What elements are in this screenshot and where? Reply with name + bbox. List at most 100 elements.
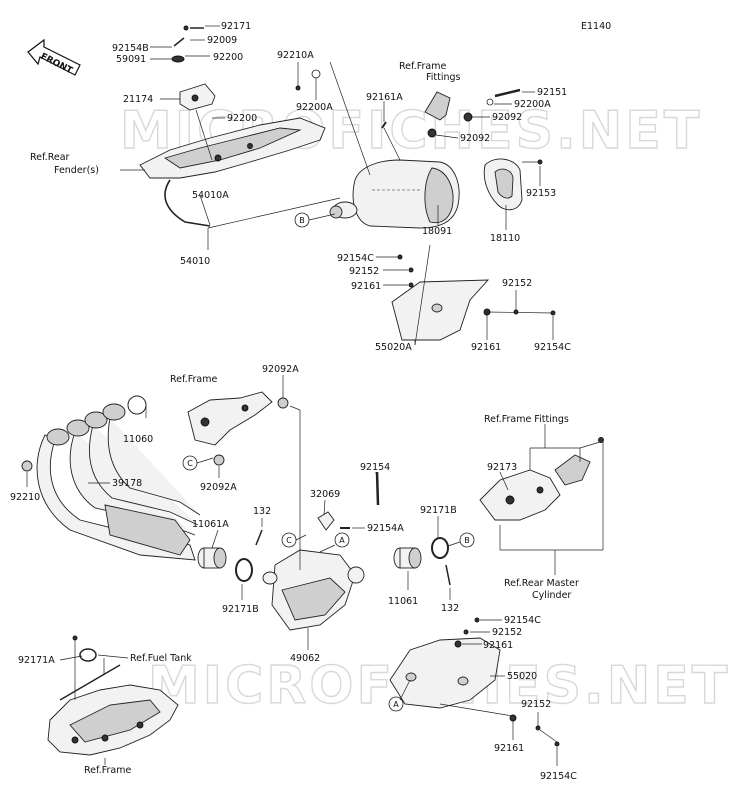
label-132-bottom: 132 <box>441 603 459 614</box>
label-92161-top: 92161 <box>351 281 381 292</box>
label-92092-b: 92092 <box>460 133 490 144</box>
label-92210: 92210 <box>10 492 40 503</box>
bracket-32069-part <box>317 511 335 531</box>
clamp-92171B-right-part <box>431 537 449 559</box>
label-92161-right: 92161 <box>471 342 501 353</box>
callout-b-top: B <box>294 212 310 228</box>
callout-a-mid: A <box>334 532 350 548</box>
diagram-code: E1140 <box>581 21 611 32</box>
label-54010A: 54010A <box>192 190 229 201</box>
bolt-92154C-low-icon <box>474 617 480 623</box>
label-92154: 92154 <box>360 462 390 473</box>
label-ref-rear-fender-1: Ref.Rear <box>30 152 70 163</box>
label-92171-top: 92171 <box>221 21 251 32</box>
washer-92200A-right-icon <box>486 98 494 106</box>
label-32069: 32069 <box>310 489 340 500</box>
label-92154C-top: 92154C <box>337 253 374 264</box>
label-ref-rear-master-2: Cylinder <box>532 590 571 601</box>
label-92152-top: 92152 <box>349 266 379 277</box>
clamp-92171B-left-part <box>235 558 253 582</box>
cover-55020-part <box>389 637 501 709</box>
damper-92092A-top-icon <box>277 397 289 409</box>
svg-text:B: B <box>299 216 305 225</box>
label-92200A-right: 92200A <box>514 99 551 110</box>
cable-54010-part <box>164 179 211 227</box>
frame-fittings-bracket-top-part <box>424 91 451 121</box>
label-54010: 54010 <box>180 256 210 267</box>
label-92154C-low: 92154C <box>504 615 541 626</box>
svg-text:C: C <box>286 536 292 545</box>
master-cylinder-bracket-part <box>479 454 591 521</box>
bracket-21174-part <box>179 83 216 111</box>
label-11061A: 11061A <box>192 519 229 530</box>
label-11061: 11061 <box>388 596 418 607</box>
label-92161A: 92161A <box>366 92 403 103</box>
clip-92161A-icon <box>381 121 387 129</box>
label-92161-bottom: 92161 <box>494 743 524 754</box>
label-49062: 49062 <box>290 653 320 664</box>
svg-text:B: B <box>464 536 470 545</box>
header-pipe-39178-part <box>36 403 201 561</box>
washer-92152-right-icon <box>513 309 519 315</box>
label-92171B-left: 92171B <box>222 604 259 615</box>
label-92154C-bottom: 92154C <box>540 771 577 782</box>
label-55020: 55020 <box>507 671 537 682</box>
callout-a-bottom: A <box>388 696 404 712</box>
label-ref-frame-fittings-right: Ref.Frame Fittings <box>484 414 569 425</box>
grommet-59091-icon <box>171 55 185 63</box>
washer-92200A-left-icon <box>311 69 321 79</box>
bolt-92154C-bottom-icon <box>554 741 560 747</box>
label-92154A: 92154A <box>367 523 404 534</box>
label-18091: 18091 <box>422 226 452 237</box>
label-ref-fuel-tank: Ref.Fuel Tank <box>130 653 192 664</box>
label-92161-low: 92161 <box>483 640 513 651</box>
label-ref-frame-mid: Ref.Frame <box>170 374 217 385</box>
washer-92152-low-icon <box>463 629 469 635</box>
callout-b-mid: B <box>459 532 475 548</box>
callout-c-left: C <box>182 455 198 471</box>
label-ref-frame-fittings-top-2: Fittings <box>426 72 461 83</box>
label-ref-rear-master-1: Ref.Rear Master <box>504 578 579 589</box>
gasket-11060-icon <box>127 395 147 415</box>
label-ref-frame-bottom: Ref.Frame <box>84 765 131 776</box>
pre-muffler-49062-part <box>262 549 365 631</box>
label-92210A: 92210A <box>277 50 314 61</box>
bolt-132-top-icon <box>255 529 263 546</box>
frame-bottom-part <box>47 684 179 756</box>
bolt-92210A-icon <box>295 85 301 91</box>
bolt-frame-fittings-icon <box>598 437 604 443</box>
nut-92210-icon <box>21 460 33 472</box>
label-92009: 92009 <box>207 35 237 46</box>
label-92171B-top: 92171B <box>420 505 457 516</box>
bolt-92154C-top-icon <box>397 254 403 260</box>
rear-fender-part <box>139 117 326 179</box>
svg-text:A: A <box>339 536 345 545</box>
label-92153: 92153 <box>526 188 556 199</box>
frame-bracket-mid-part <box>187 391 273 446</box>
label-59091: 59091 <box>116 54 146 65</box>
nut-92161-top-icon <box>408 282 414 288</box>
bolt-92171-icon <box>183 25 204 31</box>
label-92154C-right: 92154C <box>534 342 571 353</box>
nut-92092-a-icon <box>463 112 473 122</box>
cover-55020A-part <box>391 279 490 341</box>
label-92200-mid: 92200 <box>227 113 257 124</box>
muffler-18091-part <box>329 159 460 229</box>
label-92154B: 92154B <box>112 43 149 54</box>
bolt-92154B-icon <box>173 37 185 47</box>
label-92200-top: 92200 <box>213 52 243 63</box>
label-92171A: 92171A <box>18 655 55 666</box>
bolt-92151-icon <box>494 88 521 98</box>
label-92152-low: 92152 <box>492 627 522 638</box>
nut-92161-low-icon <box>454 640 462 648</box>
label-21174: 21174 <box>123 94 153 105</box>
label-55020A: 55020A <box>375 342 412 353</box>
label-ref-rear-fender-2: Fender(s) <box>54 165 99 176</box>
label-92173: 92173 <box>487 462 517 473</box>
front-arrow-icon: FRONT <box>27 38 81 77</box>
bolt-92154-icon <box>375 471 380 506</box>
label-92092A-bottom: 92092A <box>200 482 237 493</box>
label-92151: 92151 <box>537 87 567 98</box>
label-92200A-left: 92200A <box>296 102 333 113</box>
